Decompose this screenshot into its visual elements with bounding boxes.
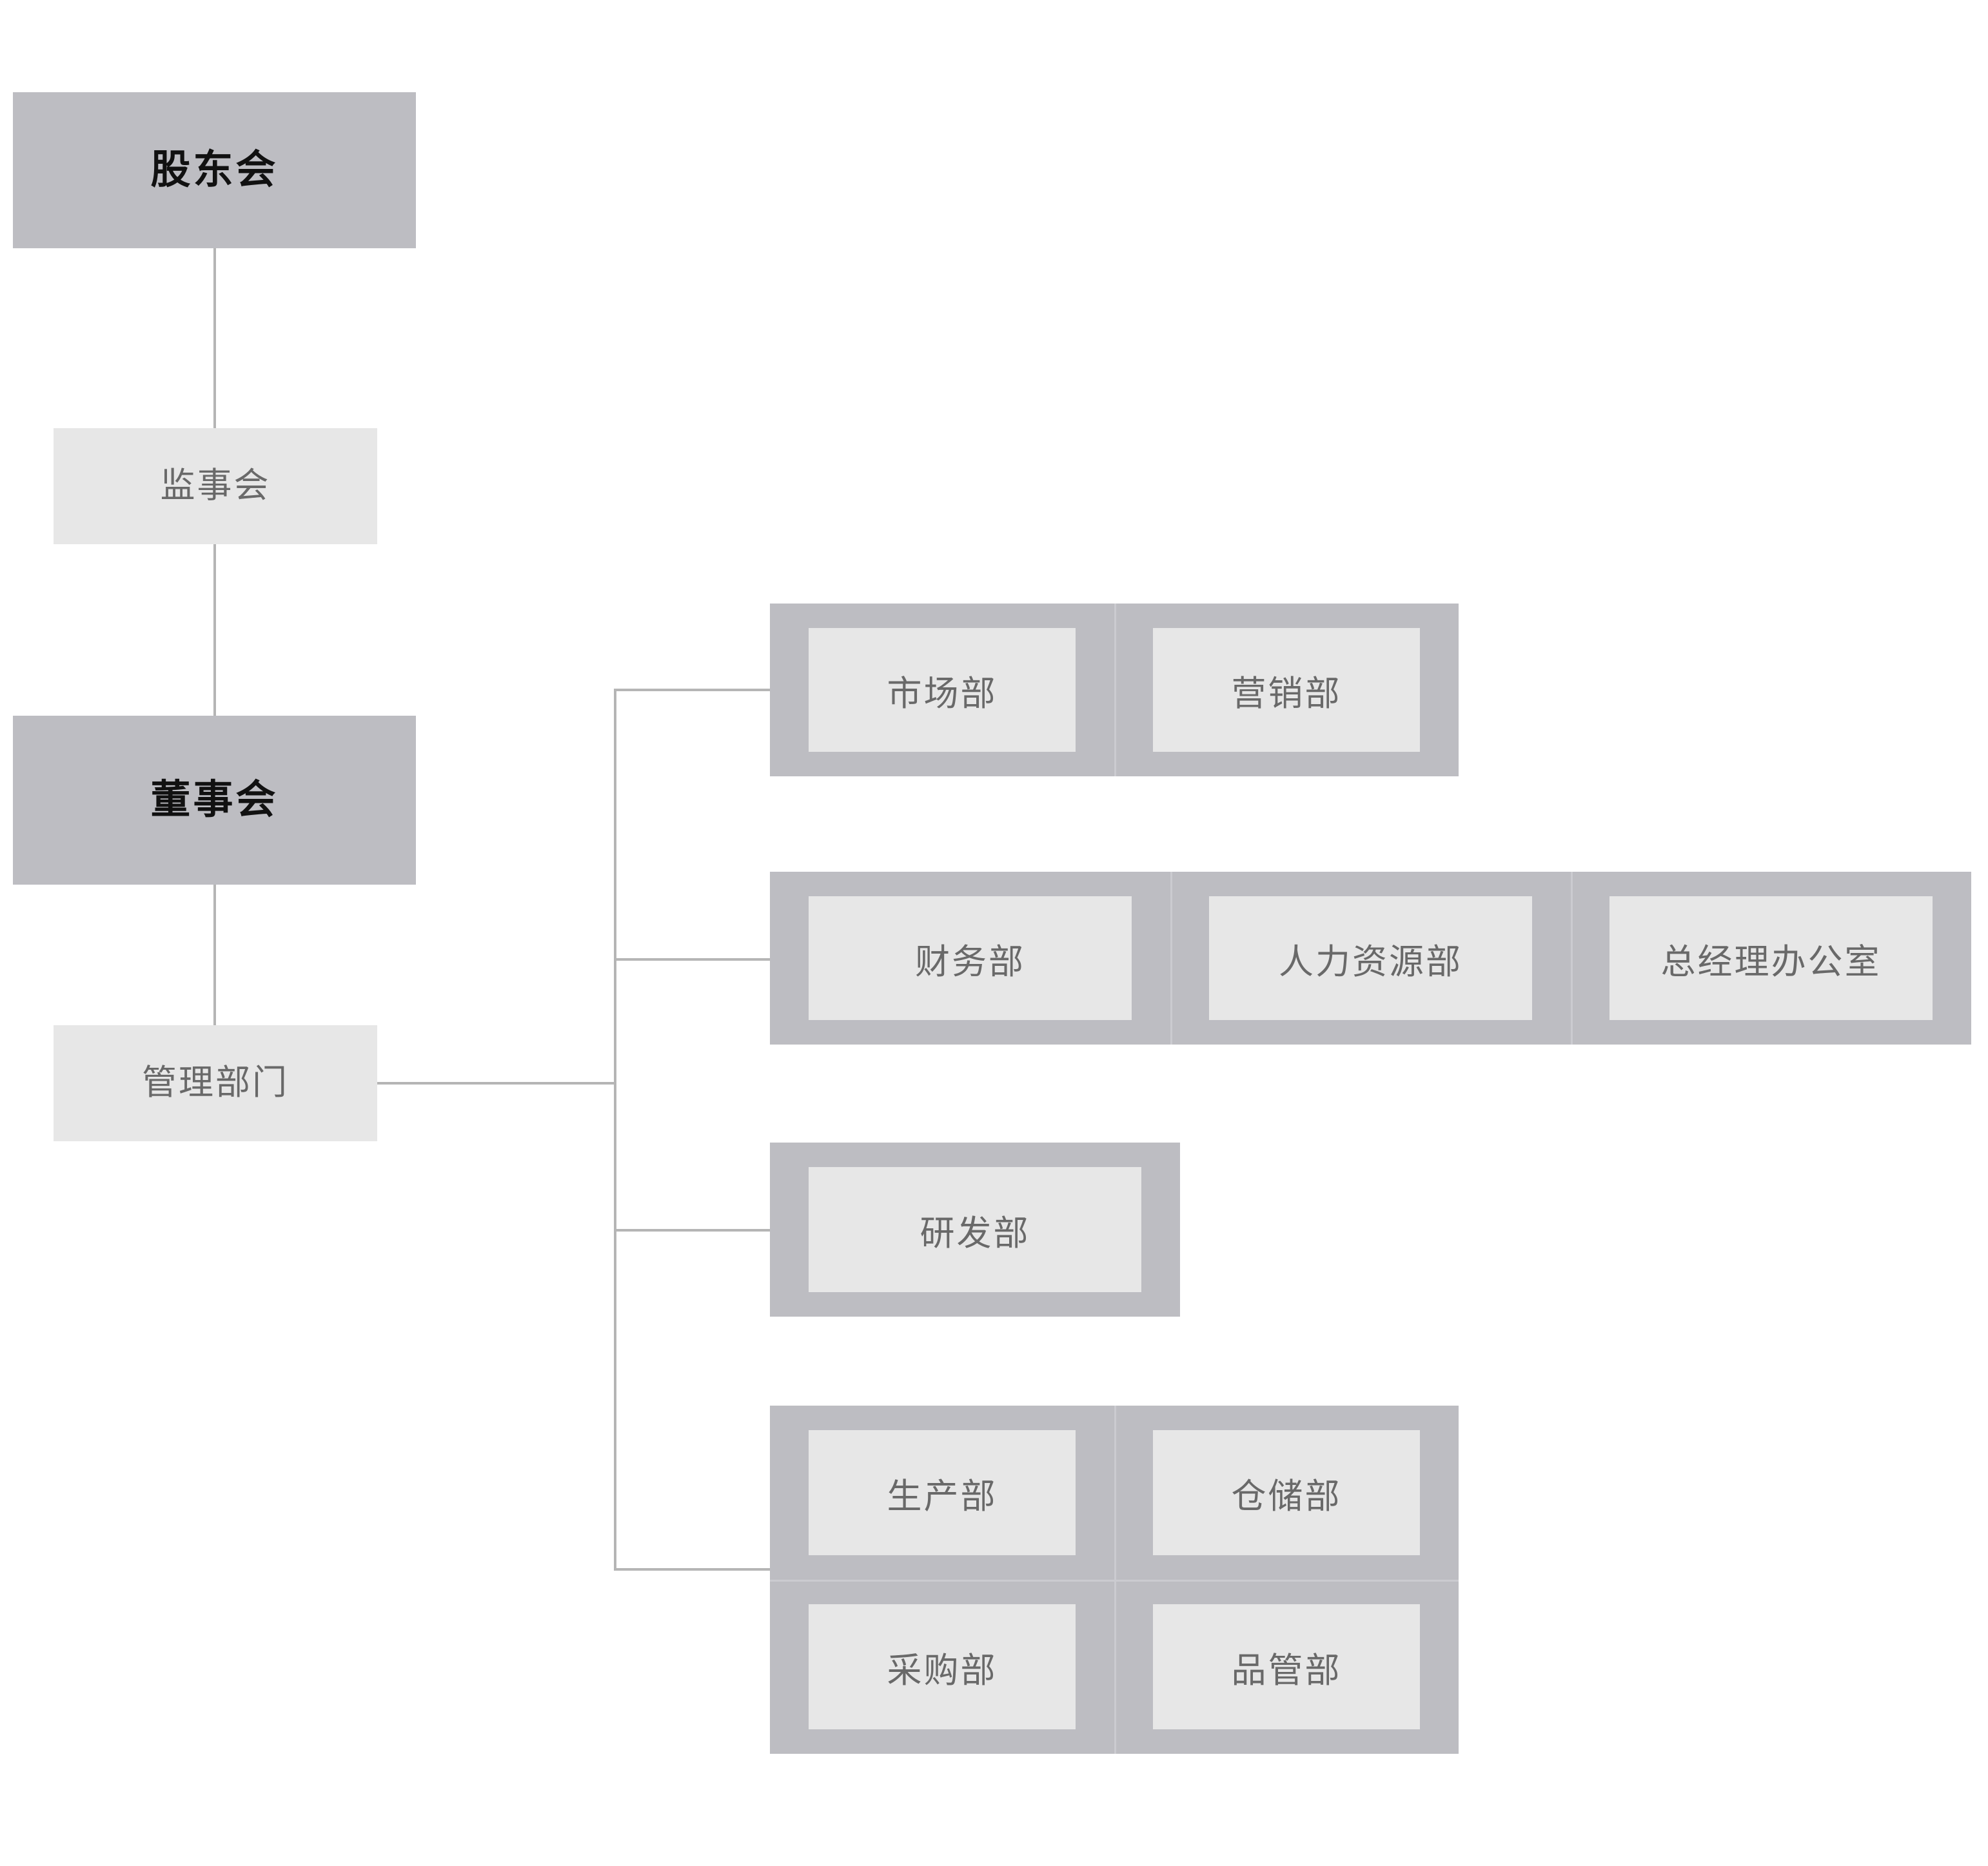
- dept-warehouse[interactable]: 仓储部: [1153, 1430, 1420, 1555]
- node-board-of-supervisors[interactable]: 监事会: [54, 428, 377, 544]
- cell-wrap-finance: 财务部: [770, 872, 1170, 1045]
- group-rd: 研发部: [770, 1143, 1180, 1317]
- dept-market[interactable]: 市场部: [809, 628, 1076, 752]
- cell-wrap-rd: 研发部: [770, 1143, 1180, 1317]
- connector-branch-operations: [614, 1568, 770, 1571]
- connector-management-stub: [377, 1082, 616, 1085]
- dept-research-development[interactable]: 研发部: [809, 1167, 1141, 1292]
- node-board-of-directors[interactable]: 董事会: [13, 716, 416, 885]
- group-marketing: 市场部 营销部: [770, 604, 1459, 776]
- connector-supervisors-to-board: [213, 544, 216, 716]
- group-admin: 财务部 人力资源部 总经理办公室: [770, 872, 1971, 1045]
- dept-general-manager-office[interactable]: 总经理办公室: [1609, 896, 1933, 1020]
- cell-wrap-gm-office: 总经理办公室: [1571, 872, 1971, 1045]
- cell-wrap-production: 生产部: [770, 1406, 1114, 1580]
- dept-finance[interactable]: 财务部: [809, 896, 1132, 1020]
- node-shareholders-meeting[interactable]: 股东会: [13, 92, 416, 248]
- dept-purchasing[interactable]: 采购部: [809, 1604, 1076, 1729]
- dept-sales[interactable]: 营销部: [1153, 628, 1420, 752]
- node-supervisors-label: 监事会: [160, 466, 271, 506]
- dept-production[interactable]: 生产部: [809, 1430, 1076, 1555]
- connector-branch-rd: [614, 1229, 770, 1232]
- cell-wrap-quality: 品管部: [1114, 1580, 1459, 1754]
- dept-human-resources[interactable]: 人力资源部: [1209, 896, 1532, 1020]
- node-management-department[interactable]: 管理部门: [54, 1025, 377, 1141]
- cell-wrap-purchasing: 采购部: [770, 1580, 1114, 1754]
- connector-branch-admin: [614, 958, 770, 961]
- cell-wrap-market: 市场部: [770, 604, 1114, 776]
- cell-wrap-sales: 营销部: [1114, 604, 1459, 776]
- cell-wrap-warehouse: 仓储部: [1114, 1406, 1459, 1580]
- node-management-label: 管理部门: [142, 1063, 289, 1103]
- group-operations: 生产部 仓储部 采购部 品管部: [770, 1406, 1459, 1754]
- connector-board-to-management: [213, 885, 216, 1025]
- cell-wrap-hr: 人力资源部: [1170, 872, 1571, 1045]
- connector-branch-marketing: [614, 689, 770, 691]
- connector-trunk: [614, 689, 616, 1571]
- node-board-label: 董事会: [150, 777, 279, 822]
- dept-quality-control[interactable]: 品管部: [1153, 1604, 1420, 1729]
- connector-shareholders-to-supervisors: [213, 248, 216, 428]
- node-shareholders-label: 股东会: [150, 147, 279, 192]
